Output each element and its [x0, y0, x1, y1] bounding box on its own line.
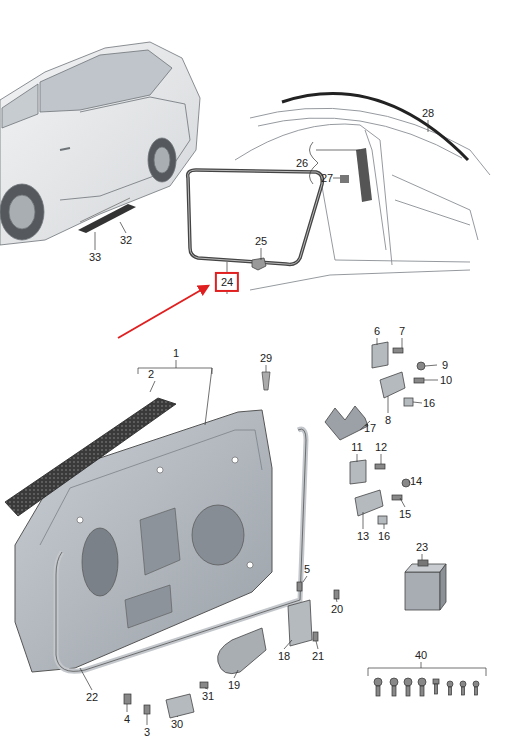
- callout-number: 2: [148, 369, 154, 380]
- callout-number: 31: [202, 691, 214, 702]
- callout-number: 24: [221, 276, 233, 288]
- callout-number: 6: [374, 326, 380, 337]
- callout-number: 3: [144, 727, 150, 738]
- callout-number: 11: [351, 442, 362, 453]
- callout-number: 29: [260, 353, 272, 364]
- callout-number: 7: [399, 326, 405, 337]
- callout-number: 23: [416, 542, 428, 553]
- cube-part: [405, 560, 446, 610]
- callout-number: 15: [399, 509, 411, 520]
- callout-number: 27: [321, 173, 333, 184]
- clip: [252, 258, 266, 270]
- callout-number: 33: [89, 252, 101, 263]
- door-seal: [56, 429, 306, 671]
- callout-number: 1: [173, 348, 179, 359]
- callout-number: 10: [440, 375, 452, 386]
- bolt: [124, 348, 425, 714]
- leader-lines: [80, 338, 486, 725]
- hinge: [288, 342, 413, 646]
- window-strip: [5, 398, 176, 516]
- callout-number: 16: [423, 398, 435, 409]
- callout-number: 40: [415, 650, 427, 661]
- callout-number: 8: [385, 415, 391, 426]
- callout-number: 32: [120, 235, 132, 246]
- pillar-trim: [356, 148, 372, 202]
- roof-seal: [282, 94, 468, 160]
- callout-number: 21: [312, 651, 324, 662]
- callout-number: 14: [410, 476, 422, 487]
- callout-number: 28: [422, 108, 434, 119]
- door-seal-loop: [188, 170, 323, 264]
- callout-number: 5: [304, 564, 310, 575]
- callout-box: 24: [215, 272, 239, 292]
- callout-number: 9: [442, 360, 448, 371]
- door-stop: [218, 628, 266, 674]
- clip: [340, 175, 349, 183]
- callout-number: 12: [375, 442, 387, 453]
- callout-number: 18: [278, 651, 290, 662]
- callout-number: 17: [364, 423, 376, 434]
- leader-lines: [95, 120, 428, 294]
- callout-number: 16: [378, 531, 390, 542]
- callout-number: 4: [124, 714, 130, 725]
- callout-number: 19: [228, 680, 240, 691]
- car-illustration: [0, 42, 200, 245]
- highlight-arrow: [118, 286, 208, 338]
- callout-number: 20: [331, 604, 343, 615]
- screw-set: [374, 678, 479, 696]
- bolt: [262, 372, 270, 390]
- callout-number: 22: [86, 692, 98, 703]
- bracket: [166, 694, 194, 718]
- callout-number: 13: [357, 531, 369, 542]
- sill-trim: [80, 198, 130, 222]
- door-check-strap: [325, 406, 368, 440]
- callout-number: 30: [171, 719, 183, 730]
- callout-number: 25: [255, 236, 267, 247]
- callout-number: 26: [296, 158, 308, 169]
